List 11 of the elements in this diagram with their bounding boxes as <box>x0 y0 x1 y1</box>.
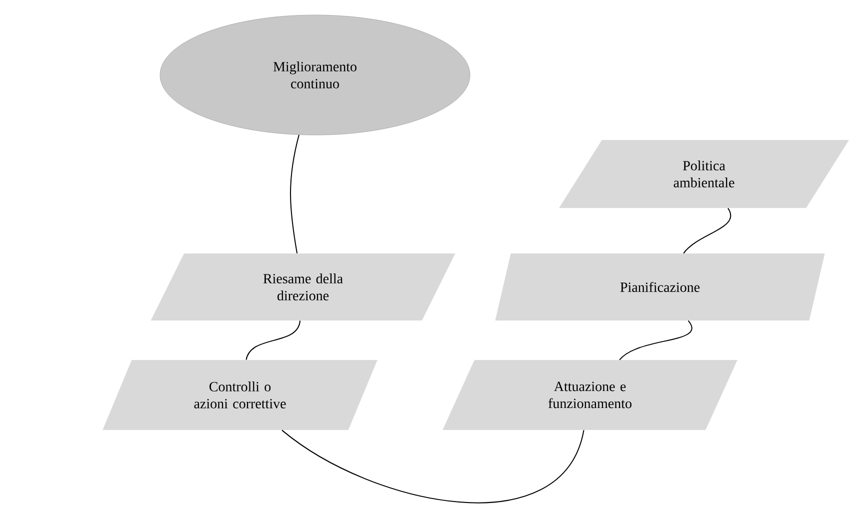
parallelogram-box: Controlli o azioni correttive <box>102 360 378 430</box>
connector-line <box>683 208 732 254</box>
parallelogram-box: Pianificazione <box>495 254 825 320</box>
parallelogram-box: Politica ambientale <box>559 140 849 208</box>
ellipse-node: Miglioramento continuo <box>160 14 470 136</box>
connector-line <box>246 320 301 360</box>
connector-line <box>290 134 300 254</box>
parallelogram-box: Riesame della direzione <box>150 254 456 320</box>
connector-line <box>619 320 692 360</box>
parallelogram-box: Attuazione e funzionamento <box>442 360 738 430</box>
connector-line <box>281 430 584 503</box>
